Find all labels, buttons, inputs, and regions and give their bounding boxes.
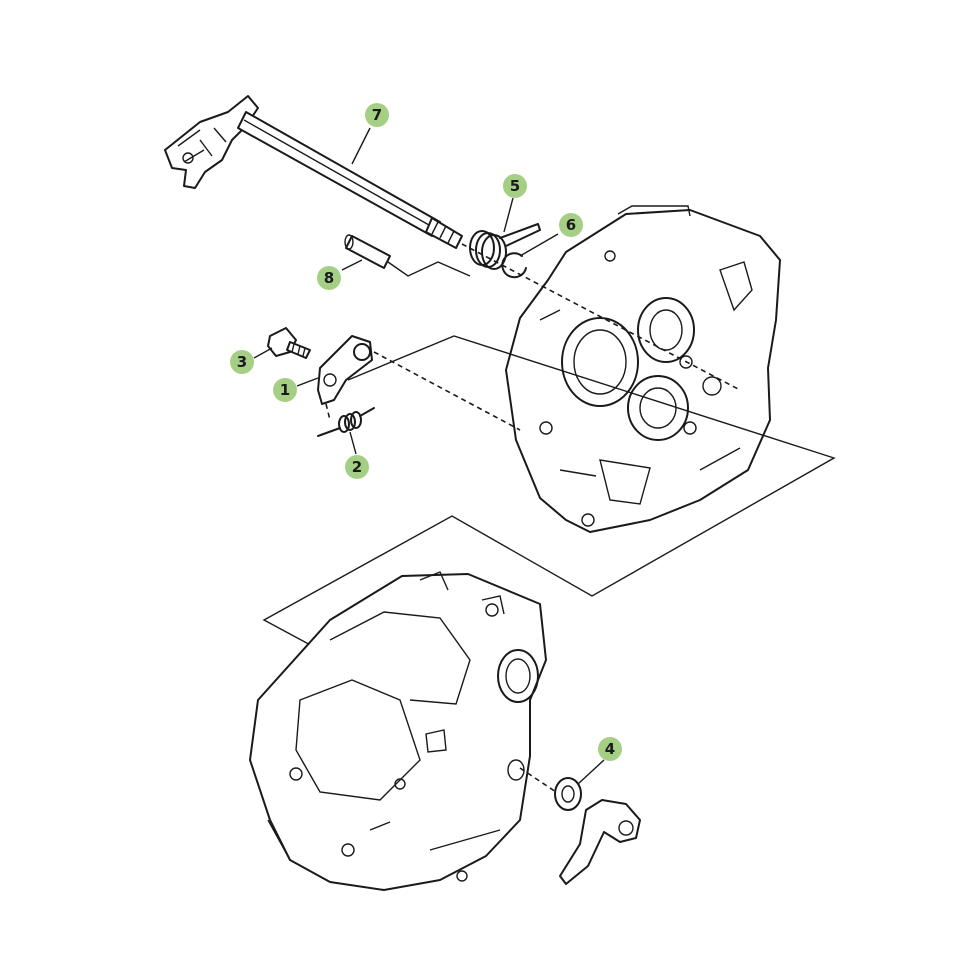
svg-text:3: 3 bbox=[237, 353, 247, 371]
leader-lines bbox=[253, 127, 605, 785]
callout-1: 1 bbox=[273, 378, 297, 402]
left-crankcase bbox=[249, 571, 547, 891]
stopper-lever bbox=[317, 335, 373, 421]
oil-seal bbox=[554, 777, 582, 811]
circlip bbox=[501, 252, 527, 279]
callout-2: 2 bbox=[345, 455, 369, 479]
callout-7: 7 bbox=[365, 103, 389, 127]
svg-text:4: 4 bbox=[605, 740, 615, 758]
shift-shaft bbox=[164, 95, 463, 249]
alignment-line-lever bbox=[373, 351, 521, 431]
svg-text:7: 7 bbox=[372, 106, 382, 124]
alignment-line-shaft bbox=[461, 243, 741, 391]
svg-text:6: 6 bbox=[566, 216, 576, 234]
callout-4: 4 bbox=[598, 737, 622, 761]
gasket-outline bbox=[262, 335, 836, 691]
callout-8: 8 bbox=[317, 266, 341, 290]
svg-text:2: 2 bbox=[352, 458, 362, 476]
bolt bbox=[267, 327, 311, 359]
callout-3: 3 bbox=[230, 350, 254, 374]
callout-5: 5 bbox=[503, 174, 527, 198]
dowel-pin bbox=[344, 234, 391, 269]
alignment-line-seal bbox=[519, 767, 557, 793]
callout-6: 6 bbox=[559, 213, 583, 237]
pin-leader-line bbox=[387, 261, 471, 277]
shift-spring bbox=[469, 223, 541, 270]
torsion-spring bbox=[317, 407, 375, 437]
svg-text:5: 5 bbox=[510, 177, 520, 195]
shift-pedal bbox=[559, 799, 641, 885]
svg-text:8: 8 bbox=[324, 269, 334, 287]
svg-text:1: 1 bbox=[280, 381, 290, 399]
right-crankcase bbox=[505, 205, 781, 533]
